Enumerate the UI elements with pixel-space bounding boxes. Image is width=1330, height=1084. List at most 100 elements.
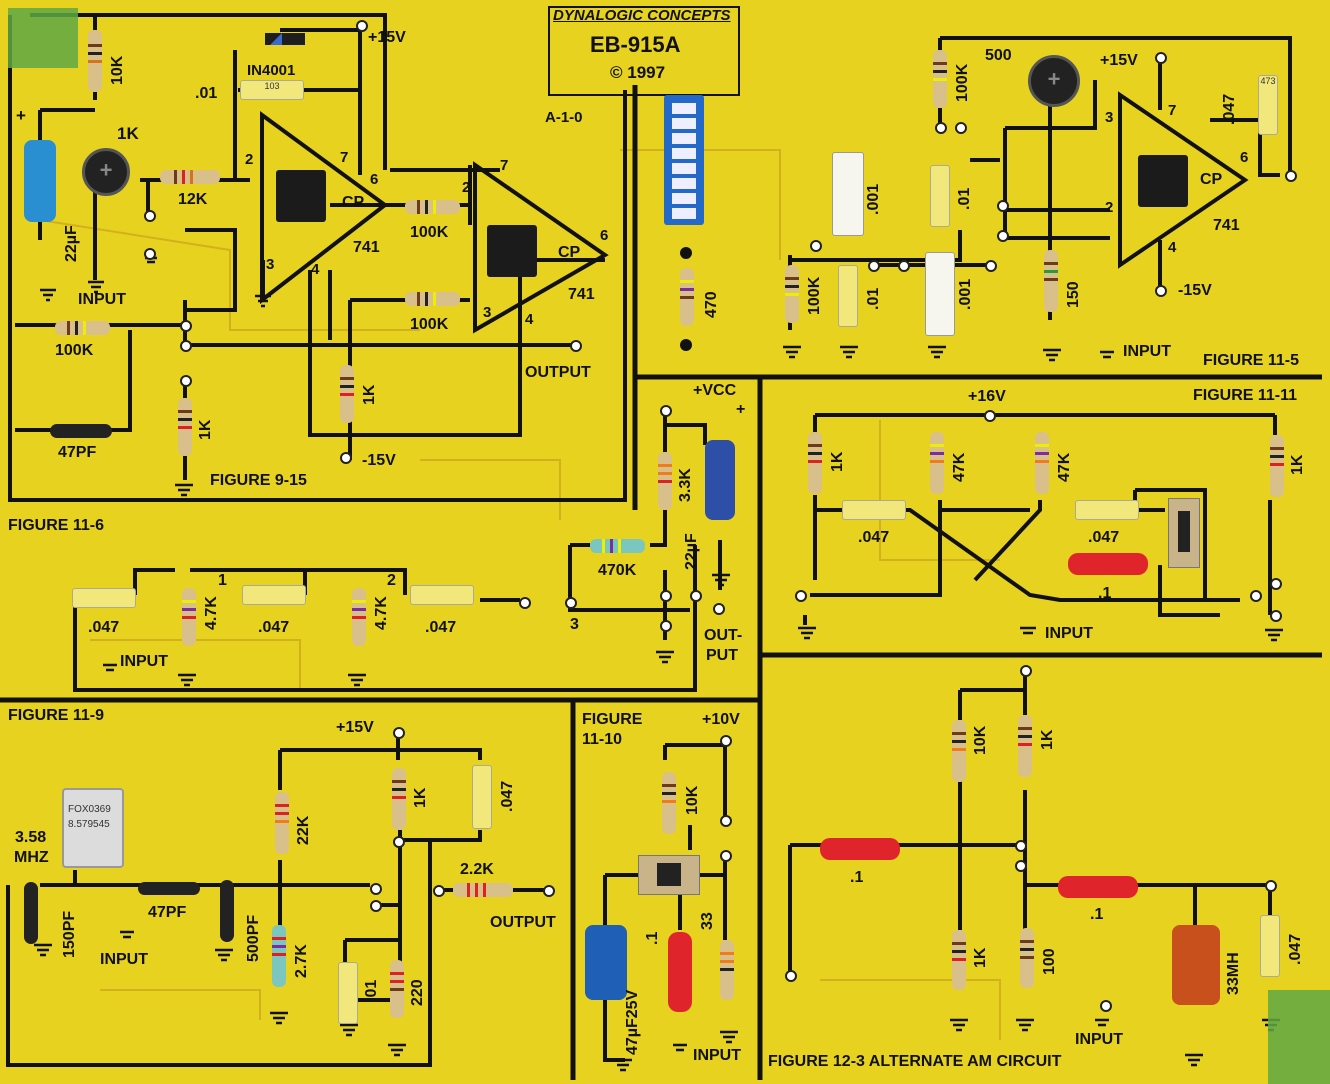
pad[interactable] [720, 850, 732, 862]
pad[interactable] [1265, 880, 1277, 892]
label-out: OUT- [704, 627, 743, 644]
pad[interactable] [1285, 170, 1297, 182]
pad[interactable] [997, 230, 1009, 242]
node-1: 1 [218, 572, 227, 589]
resistor-47k-b [1035, 432, 1049, 494]
figure-11-6-title: FIGURE 11-6 [8, 517, 105, 534]
pad[interactable] [1015, 840, 1027, 852]
pad[interactable] [543, 885, 555, 897]
label-047-c: .047 [425, 619, 457, 636]
label-047-d: .047 [858, 529, 890, 546]
capacitor-047-e [1075, 500, 1139, 520]
node-3: 3 [570, 616, 579, 633]
pad[interactable] [1270, 610, 1282, 622]
ref-mark: A-1-0 [545, 109, 583, 126]
pad[interactable] [1250, 590, 1262, 602]
label-47k-b: 47K [1056, 452, 1073, 482]
pin-4-c: 4 [1168, 239, 1177, 256]
pad[interactable] [370, 900, 382, 912]
pad[interactable] [1100, 1000, 1112, 1012]
label-01-a: .01 [956, 187, 973, 210]
pad[interactable] [868, 260, 880, 272]
resistor-1k-b-12-3 [952, 930, 966, 990]
pad[interactable] [1155, 52, 1167, 64]
label-input-11-11: INPUT [1045, 625, 1093, 642]
resistor-12k [160, 170, 220, 184]
pad[interactable] [984, 410, 996, 422]
label-plus16v: +16V [968, 388, 1006, 405]
pad[interactable] [565, 597, 577, 609]
pad[interactable] [720, 735, 732, 747]
pad[interactable] [713, 603, 725, 615]
pad[interactable] [985, 260, 997, 272]
pad[interactable] [935, 122, 947, 134]
label-001-a: .001 [865, 183, 882, 215]
capacitor-01-11-5 [930, 165, 950, 227]
capacitor-1-11-11 [1068, 553, 1148, 575]
label-cp-a: CP [342, 194, 365, 211]
pad[interactable] [433, 885, 445, 897]
pad[interactable] [997, 200, 1009, 212]
dip-switch[interactable] [664, 95, 704, 225]
pad[interactable] [370, 883, 382, 895]
slide-switch-11-10[interactable] [638, 855, 700, 895]
pad[interactable] [180, 340, 192, 352]
label-output-9-15: OUTPUT [525, 364, 591, 381]
pad[interactable] [393, 727, 405, 739]
pad[interactable] [660, 620, 672, 632]
label-input-11-6: INPUT [120, 653, 168, 670]
pad[interactable] [660, 405, 672, 417]
pad[interactable] [660, 590, 672, 602]
label-741-b: 741 [568, 286, 595, 303]
label-047-b: .047 [258, 619, 290, 636]
pad[interactable] [1015, 860, 1027, 872]
pad[interactable] [1020, 665, 1032, 677]
label-plus15v-11-5: +15V [1100, 52, 1138, 69]
pad[interactable] [785, 970, 797, 982]
label-100k-b-11-5: 100K [806, 276, 823, 315]
pad[interactable] [393, 836, 405, 848]
pad[interactable] [795, 590, 807, 602]
label-put: PUT [706, 647, 738, 664]
pad[interactable] [955, 122, 967, 134]
label-1k-b-11-11: 1K [1289, 454, 1306, 475]
pad[interactable] [1155, 285, 1167, 297]
pad[interactable] [810, 240, 822, 252]
label-001-b: .001 [957, 278, 974, 310]
pad[interactable] [144, 248, 156, 260]
opamp-symbols [260, 91, 1249, 334]
pad[interactable] [720, 815, 732, 827]
label-47k-a: 47K [951, 452, 968, 482]
pad[interactable] [690, 590, 702, 602]
pin-2-b: 2 [462, 179, 471, 196]
label-01-11-9: .01 [363, 979, 380, 1002]
figure-11-10-title-1: FIGURE [582, 711, 643, 728]
pad[interactable] [570, 340, 582, 352]
capacitor-500pf [220, 880, 234, 942]
label-10k: 10K [109, 55, 126, 85]
resistor-470 [680, 268, 694, 326]
label-1-b-12-3: .1 [1090, 906, 1104, 923]
label-220: 220 [409, 979, 426, 1006]
label-22k: 22K [295, 815, 312, 845]
pad[interactable] [144, 210, 156, 222]
pad[interactable] [519, 597, 531, 609]
resistor-1k-a-11-11 [808, 432, 822, 494]
resistor-1k-ground [178, 398, 192, 456]
pad[interactable] [180, 375, 192, 387]
pad[interactable] [180, 320, 192, 332]
figure-11-5-title: FIGURE 11-5 [1203, 352, 1300, 369]
pin-7-a: 7 [340, 149, 349, 166]
pad[interactable] [1270, 578, 1282, 590]
slide-switch-11-11[interactable] [1168, 498, 1200, 568]
pad[interactable] [898, 260, 910, 272]
potentiometer-500[interactable] [1028, 55, 1080, 107]
pad[interactable] [356, 20, 368, 32]
potentiometer-1k[interactable] [82, 148, 130, 196]
pad[interactable] [340, 452, 352, 464]
label-500pf: 500PF [245, 914, 262, 962]
label-100k-c: 100K [410, 316, 449, 333]
label-vcc: +VCC [693, 382, 737, 399]
resistor-47k-a [930, 432, 944, 494]
